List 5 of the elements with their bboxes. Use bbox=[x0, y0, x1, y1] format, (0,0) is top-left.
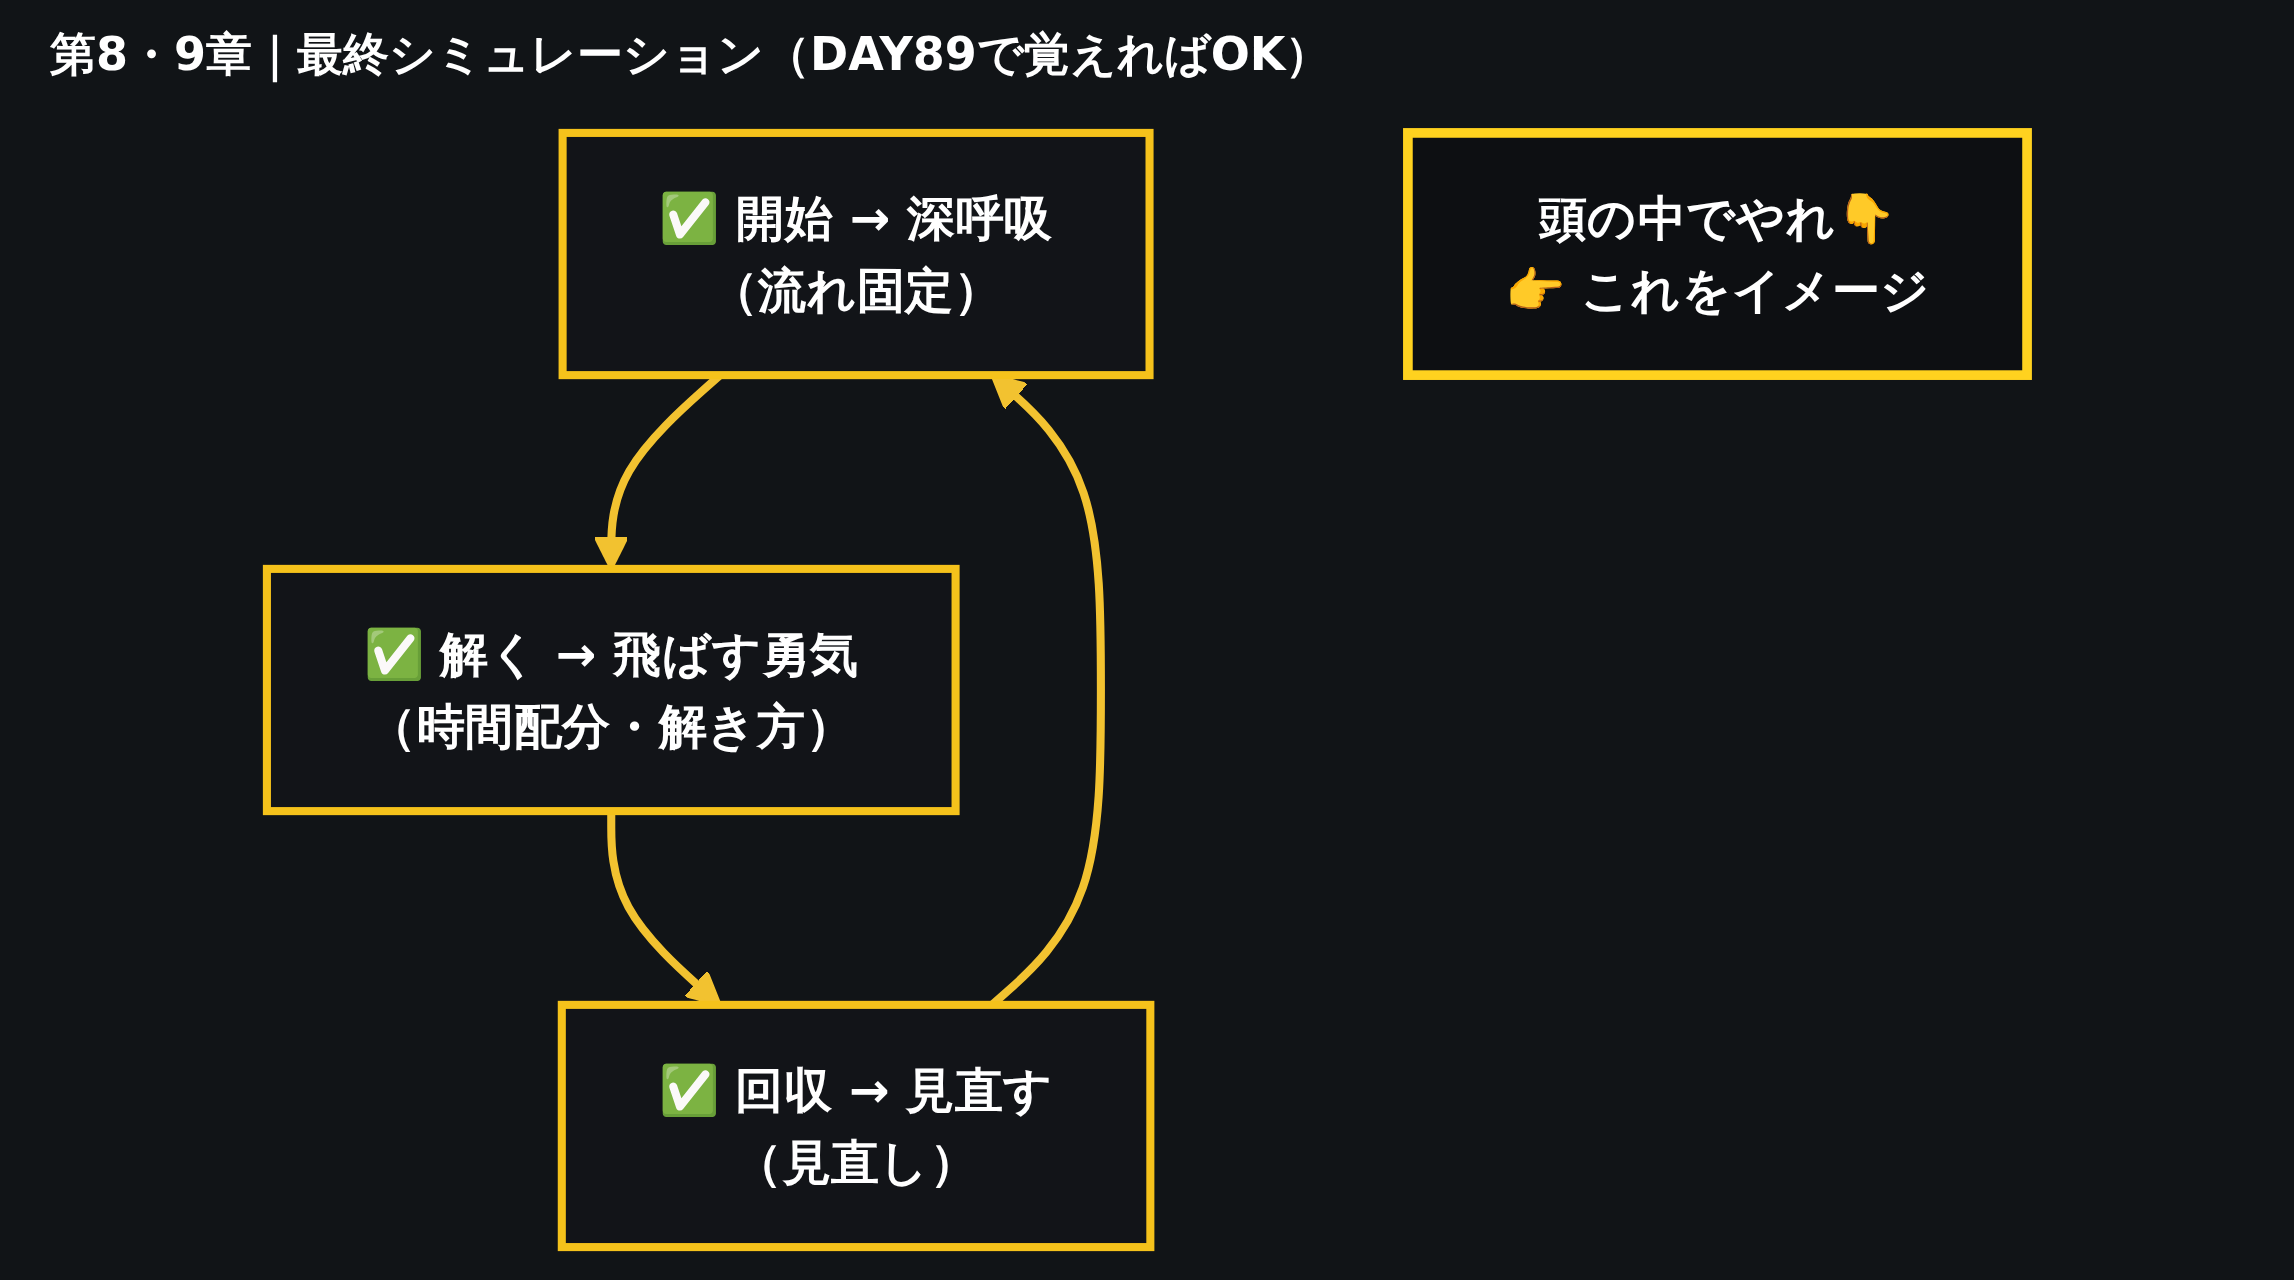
node-box: ✅ 解く → 飛ばす勇気 （時間配分・解き方） bbox=[262, 564, 960, 816]
title: 第8・9章｜最終シミュレーション（DAY89で覚えればOK） bbox=[50, 26, 1332, 85]
node-box: ✅ 開始 → 深呼吸 （流れ固定） bbox=[558, 128, 1154, 380]
node-box: ✅ 回収 → 見直す （見直し） bbox=[557, 1000, 1155, 1252]
node-box: 頭の中でやれ👇 👉 これをイメージ bbox=[1403, 128, 2032, 380]
